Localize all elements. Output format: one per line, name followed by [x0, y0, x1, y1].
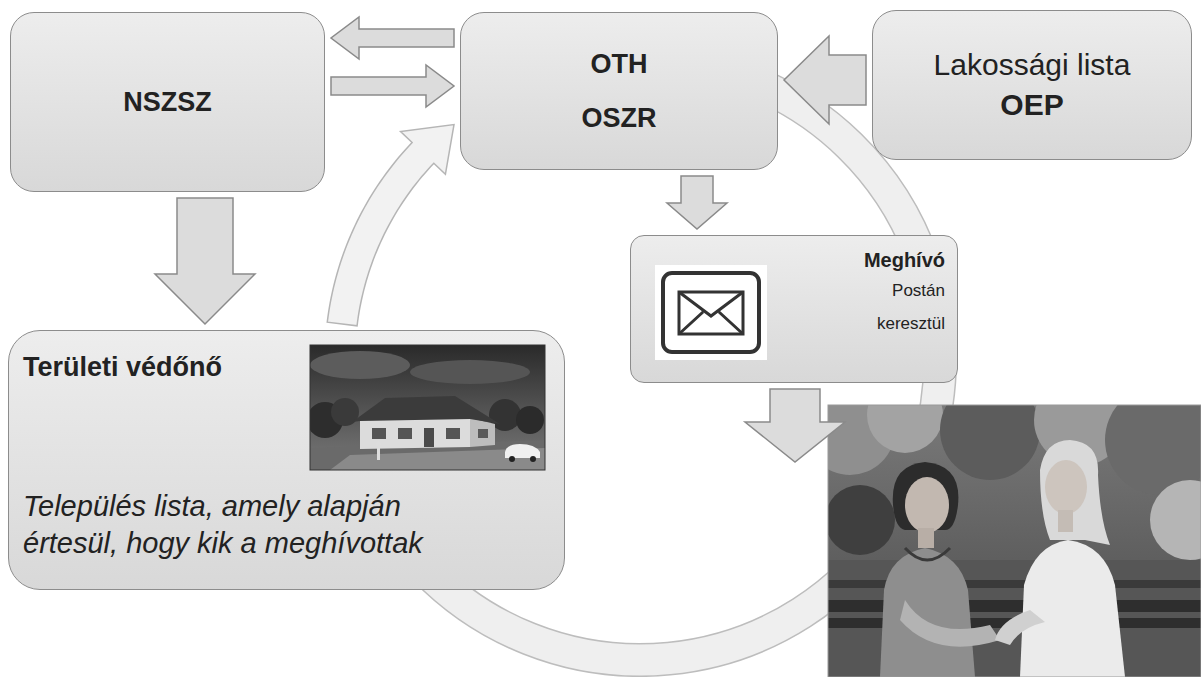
box-title: Lakossági lista — [934, 47, 1131, 83]
block-arrow — [331, 65, 454, 107]
block-arrow — [784, 36, 866, 124]
block-arrow — [155, 198, 255, 324]
box-text: Település lista, amely alapján értesül, … — [23, 488, 478, 563]
box-text: OEP — [1000, 87, 1063, 123]
box-title: OTH — [591, 48, 648, 80]
box-text: Postán keresztül — [853, 274, 945, 340]
box-title: Meghívó — [864, 248, 945, 272]
nurse-box: Területi védőnőTelepülés lista, amely al… — [8, 330, 565, 590]
block-arrow — [667, 176, 727, 229]
photo-frame — [828, 405, 1201, 677]
photo-women — [828, 405, 1201, 677]
process-box: NSZSZ — [10, 12, 325, 192]
box-text: OSZR — [581, 102, 656, 134]
process-box: OTH OSZR — [460, 12, 778, 170]
block-arrow-down — [745, 389, 845, 462]
box-title: Területi védőnő — [23, 351, 222, 383]
source-box: Lakossági listaOEP — [872, 10, 1192, 160]
curved-block-arrow — [327, 125, 454, 326]
block-arrow — [331, 17, 454, 59]
invitation-box: MeghívóPostán keresztül — [630, 235, 958, 383]
box-title: NSZSZ — [123, 86, 212, 118]
